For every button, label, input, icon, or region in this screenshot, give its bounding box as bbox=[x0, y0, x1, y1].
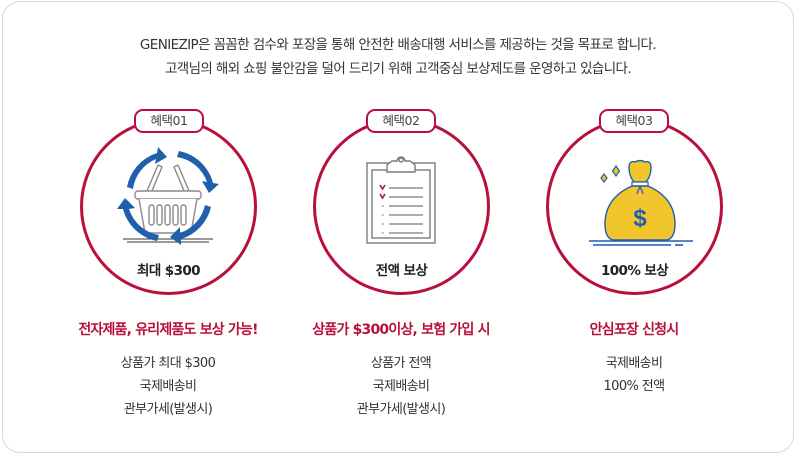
svg-text:$: $ bbox=[633, 205, 647, 232]
detail-line: 국제배송비 bbox=[605, 356, 663, 371]
detail-line: 관부가세(발생시) bbox=[356, 402, 446, 417]
detail-line: 상품가 전액 bbox=[370, 356, 432, 371]
benefit-circle bbox=[313, 118, 490, 295]
basket-recycle-icon bbox=[117, 147, 219, 245]
detail-line: 100% 전액 bbox=[603, 379, 665, 394]
benefit-caption: 최대 $300 bbox=[137, 263, 201, 279]
detail-line: 국제배송비 bbox=[139, 379, 197, 394]
detail-line: 국제배송비 bbox=[372, 379, 430, 394]
detail-line: 상품가 최대 $300 bbox=[120, 356, 216, 371]
benefit-badge: 혜택01 bbox=[134, 109, 204, 133]
money-bag-icon: $ bbox=[589, 159, 693, 246]
benefit-title: 상품가 $300이상, 보험 가입 시 bbox=[312, 322, 490, 338]
benefit-title: 안심포장 신청시 bbox=[589, 322, 679, 338]
intro-text: GENIEZIP은 꼼꼼한 검수와 포장을 통해 안전한 배송대행 서비스를 제… bbox=[0, 33, 796, 81]
benefit-badge: 혜택02 bbox=[366, 109, 436, 133]
benefit-details: 상품가 최대 $300 국제배송비 관부가세(발생시) bbox=[38, 352, 298, 421]
benefit-caption: 100% 보상 bbox=[600, 263, 669, 279]
benefit-title: 전자제품, 유리제품도 보상 가능! bbox=[78, 322, 258, 338]
intro-line-1: GENIEZIP은 꼼꼼한 검수와 포장을 통해 안전한 배송대행 서비스를 제… bbox=[139, 37, 657, 53]
detail-line: 관부가세(발생시) bbox=[123, 402, 213, 417]
intro-line-2: 고객님의 해외 쇼핑 불안감을 덜어 드리기 위해 고객중심 보상제도를 운영하… bbox=[164, 61, 632, 77]
benefit-details: 국제배송비 100% 전액 bbox=[504, 352, 764, 398]
clipboard-checklist-icon bbox=[366, 156, 436, 244]
benefit-details: 상품가 전액 국제배송비 관부가세(발생시) bbox=[271, 352, 531, 421]
benefit-badge: 혜택03 bbox=[599, 109, 669, 133]
benefit-caption: 전액 보상 bbox=[375, 263, 428, 279]
